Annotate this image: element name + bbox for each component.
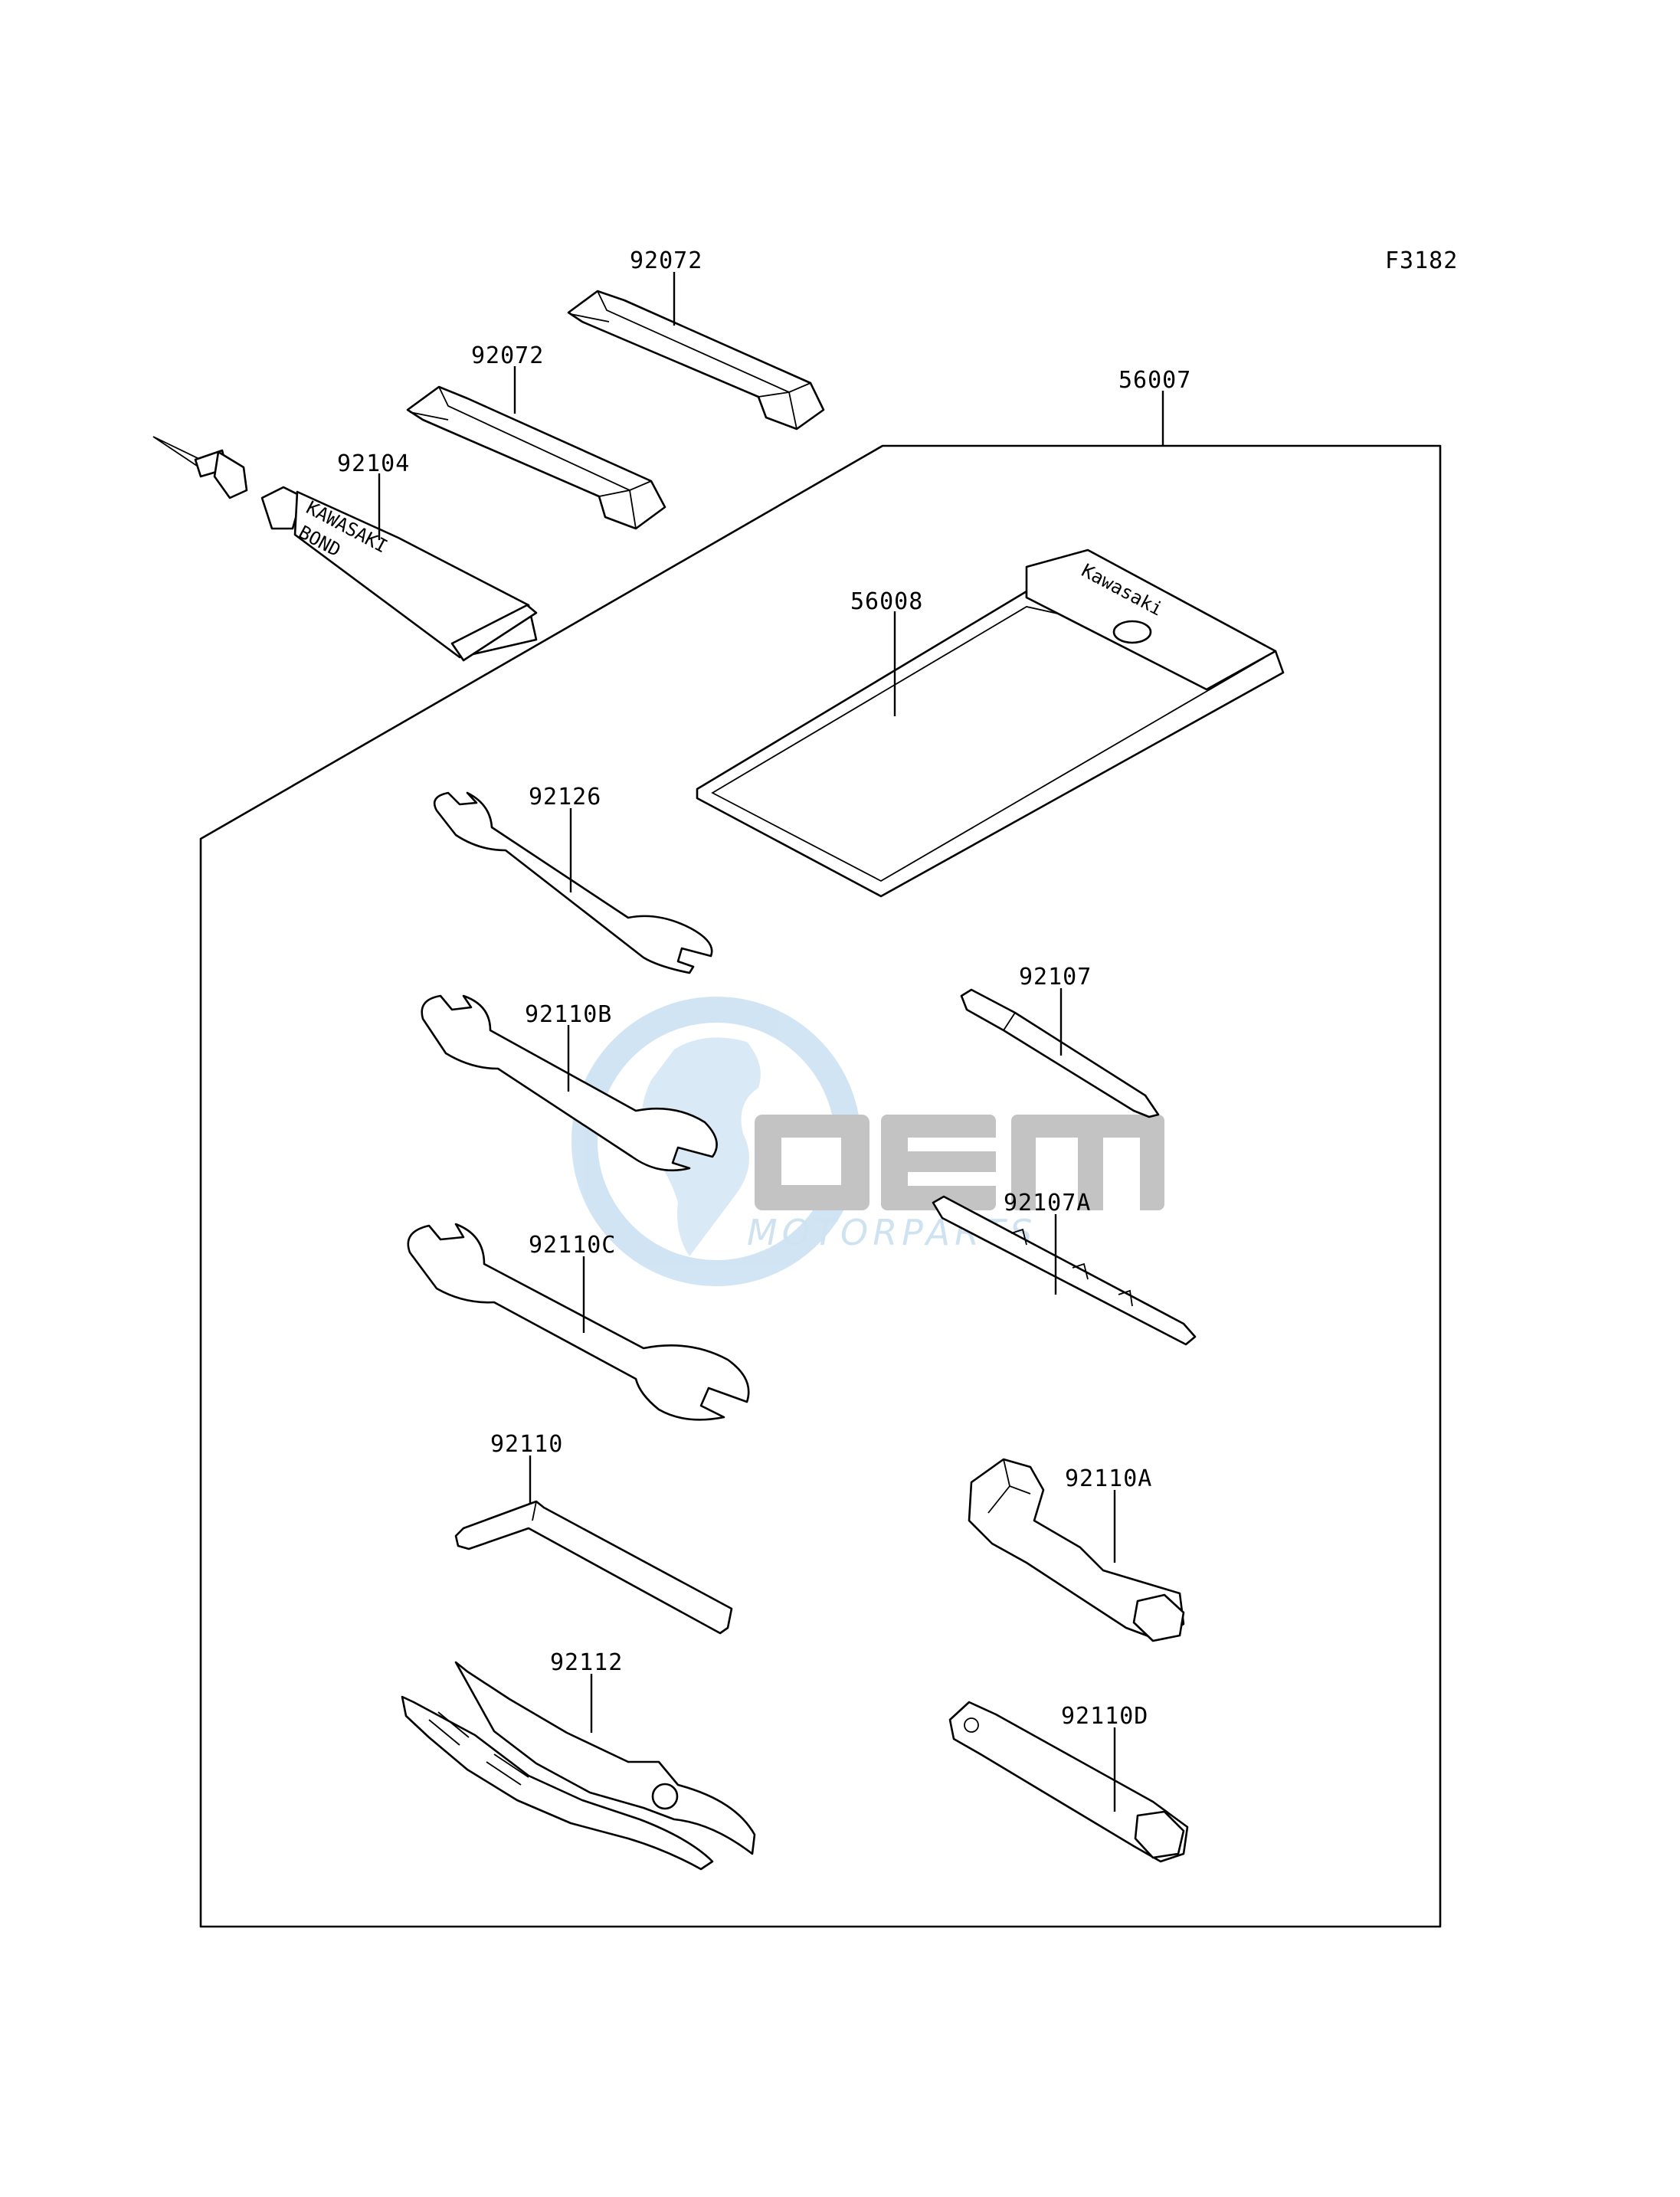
wrench-92126 <box>433 791 713 974</box>
wrench-92110b <box>421 994 718 1172</box>
label-92072-lower: 92072 <box>471 342 544 369</box>
label-92112: 92112 <box>550 1649 623 1676</box>
figure-code: F3182 <box>1385 247 1458 274</box>
label-92126: 92126 <box>529 784 601 810</box>
label-92110b: 92110B <box>525 1001 612 1028</box>
label-92072-upper: 92072 <box>630 247 702 274</box>
screwdriver-92107a <box>932 1195 1197 1346</box>
wrench-92110c <box>407 1223 750 1421</box>
watermark-e <box>881 1115 996 1210</box>
pliers-pivot <box>651 1783 679 1810</box>
pliers-92112 <box>401 1661 756 1871</box>
box-wrench-92110a <box>968 1458 1185 1642</box>
label-92110d: 92110D <box>1061 1703 1148 1730</box>
strap-lower <box>406 385 666 530</box>
box-wrench-hex-end <box>1132 1593 1185 1642</box>
spark-plug-wrench-92110d <box>948 1701 1189 1863</box>
strap-upper <box>567 290 825 431</box>
label-92107: 92107 <box>1019 964 1092 990</box>
bond-tube: KAWASAKI BOND <box>152 436 538 662</box>
label-92110: 92110 <box>490 1431 563 1458</box>
kit-frame <box>199 444 1442 1928</box>
hex-key-92110 <box>454 1500 733 1635</box>
label-92107a: 92107A <box>1004 1190 1091 1216</box>
label-92104: 92104 <box>337 450 410 477</box>
label-92110a: 92110A <box>1065 1465 1152 1492</box>
label-56008: 56008 <box>850 588 923 615</box>
label-92110c: 92110C <box>529 1232 616 1259</box>
bag-snap-button <box>1112 620 1152 644</box>
screwdriver-92107 <box>960 988 1160 1118</box>
label-56007: 56007 <box>1118 367 1191 394</box>
spark-plug-hex-end <box>1134 1810 1185 1859</box>
tool-bag: Kawasaki <box>696 548 1285 898</box>
